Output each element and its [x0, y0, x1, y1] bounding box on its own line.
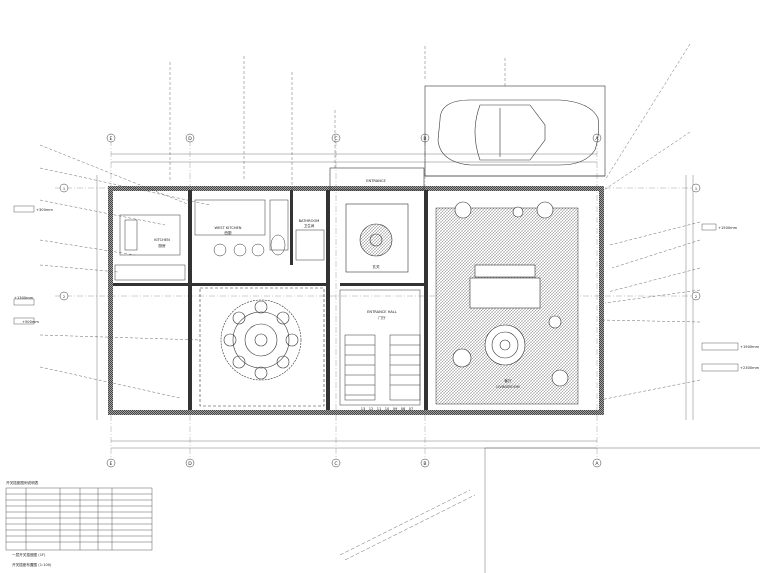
car-drawing: [437, 99, 599, 166]
axis-label-bottom: D: [188, 461, 192, 467]
axis-labels-bottom: E D C B A: [110, 461, 600, 467]
room-label-entrance: ENTRANCE: [366, 179, 386, 183]
stair-number: 08: [401, 407, 406, 411]
axis-labels-top: E D C B A: [110, 136, 600, 142]
axis-labels-side: 1 2 1 2: [63, 187, 697, 299]
footnote: 开关插座布置图 (1:100): [12, 562, 52, 567]
axis-label-top: D: [188, 136, 192, 142]
dining-set: [199, 287, 325, 407]
elevation-tag: +300mm: [36, 208, 53, 212]
axis-label-row: 2: [63, 295, 65, 299]
stair-number: 11: [377, 407, 382, 411]
living-room-carpet: [435, 207, 579, 405]
room-label-entrance-hall: ENTRANCE HALL: [367, 310, 397, 314]
room-label-west-kitchen-cn: 西厨: [224, 230, 232, 235]
annotation-leaders: [39, 43, 701, 401]
room-label-entrance-hall-cn: 门厅: [378, 315, 386, 320]
axis-label-bottom: C: [334, 461, 337, 467]
elevation-tag: +1500mm: [718, 226, 738, 230]
legend-title: 开关插座图例说明表: [6, 480, 39, 485]
site-lines: [339, 447, 760, 573]
room-label-living-room-cn: 客厅: [504, 378, 512, 383]
room-labels: ENTRANCE 玄关 KITCHEN 厨房 WEST KITCHEN 西厨 B…: [154, 179, 519, 389]
elevation-tag: +2300mm: [740, 366, 760, 370]
axis-label-row: 2: [695, 295, 697, 299]
room-label-kitchen-cn: 厨房: [158, 243, 166, 248]
kitchen-furniture: [114, 214, 186, 281]
legend-table: [5, 487, 153, 551]
axis-bubbles-top: [106, 133, 602, 143]
axis-bubbles-bottom: [106, 458, 602, 468]
stair-number: 10: [385, 407, 390, 411]
footnote: 一层开关插座图 (1F): [12, 552, 46, 557]
elevation-marks-right: +1500mm +1900mm +2300mm: [701, 223, 760, 372]
stair-numbers: 13 12 11 10 09 08 07: [361, 407, 414, 411]
stair-number: 07: [409, 407, 414, 411]
west-kitchen-furniture: [194, 199, 289, 257]
stair-number: 13: [361, 407, 366, 411]
garage-outline: [424, 85, 606, 177]
entrance-bay: [329, 167, 425, 273]
room-label-living-room: LIVINGROOM: [496, 385, 519, 389]
axis-label-bottom: E: [110, 461, 113, 467]
axis-bubbles-side: [59, 183, 701, 301]
interior-walls: [113, 190, 428, 410]
stair-drawing: [339, 289, 421, 406]
room-label-kitchen: KITCHEN: [154, 238, 170, 242]
room-label-bathroom: BATHROOM: [299, 219, 320, 223]
elevation-marks-left: +300mm +1300mm +500mm: [13, 205, 53, 325]
axis-label-bottom: A: [595, 461, 599, 467]
elevation-tag: +1900mm: [740, 345, 760, 349]
axis-label-row: 1: [695, 187, 697, 191]
axis-label-row: 1: [63, 187, 65, 191]
room-label-entrance-cn: 玄关: [372, 264, 380, 269]
elevation-tag: +1300mm: [14, 296, 34, 300]
stair-number: 09: [393, 407, 398, 411]
axis-label-top: C: [334, 136, 337, 142]
room-label-bathroom-cn: 卫生间: [304, 223, 315, 228]
exterior-walls: [108, 186, 604, 415]
axis-label-top: E: [110, 136, 113, 142]
bathroom-fixtures: [270, 229, 325, 261]
room-label-west-kitchen: WEST KITCHEN: [214, 226, 241, 230]
living-room-furniture: [452, 201, 569, 387]
elevation-tag: +500mm: [22, 320, 39, 324]
axis-label-bottom: B: [423, 461, 426, 467]
stair-number: 12: [369, 407, 374, 411]
